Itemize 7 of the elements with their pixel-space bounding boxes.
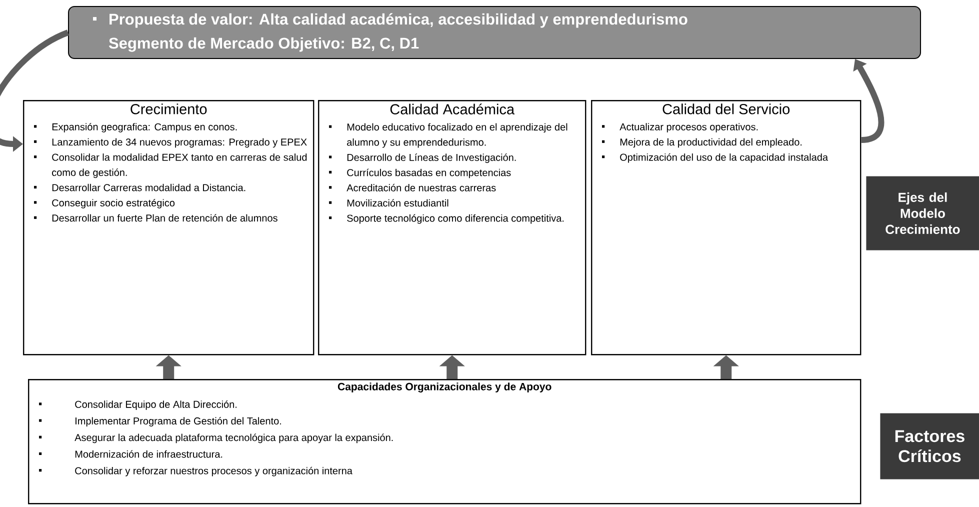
text-box: Capacidades Organizacionales y de Apoyo Consolidar Equipo de Alta Dirección. Implementar Programa de Gestión del Talento. Asegurar la adecuada plataforma tecnológica para apoyar la expansión. Modernización de infraestructura. Consolidar y reforzar nuestros procesos y organización interna: [28, 379, 862, 504]
section-tag: Factores Críticos: [880, 413, 979, 480]
value-banner: Propuesta de valor: Alta calidad académica, accesibilidad y emprendedurismo Segmento de Mercado Objetivo: B2, C, D1: [68, 6, 921, 59]
text-box: Calidad Académica Modelo educativo focalizado en el aprendizaje del alumno y su emprendedurismo. Desarrollo de Líneas de Investigación. Currículos basadas en competencias Acreditación de nuestras carreras Movilización estudiantil Soporte tecnológico como diferencia competitiva.: [318, 100, 586, 356]
text-box: Crecimiento Expansión geografica: Campus en conos. Lanzamiento de 34 nuevos programas: Pregrado y EPEX Consolidar la modalidad EPEX tanto en carreras de salud como de gestión. Desarrollar Carreras modalidad a Distancia. Conseguir socio estratégico Desarrollar un fuerte Plan de retención de alumnos: [23, 100, 314, 356]
section-tag: Ejes del Modelo Crecimiento: [866, 176, 979, 250]
text-box: Calidad del Servicio Actualizar procesos operativos. Mejora de la productividad del empleado. Optimización del uso de la capacidad instalada: [591, 100, 862, 356]
